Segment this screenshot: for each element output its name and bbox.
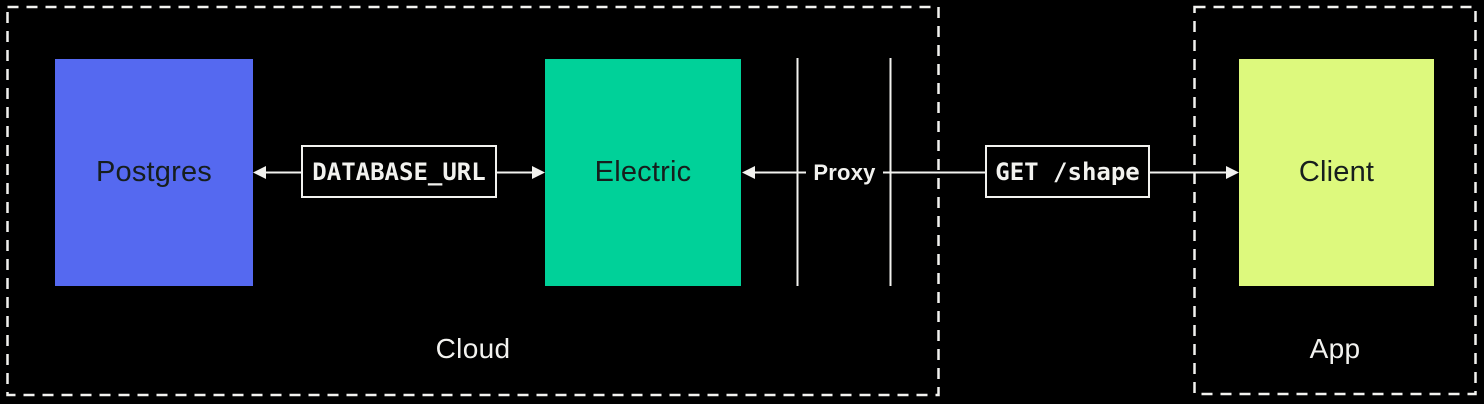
arrowhead-left-electric (742, 166, 755, 179)
node-client-label: Client (1298, 156, 1375, 188)
node-postgres-label: Postgres (95, 156, 213, 188)
node-client: Client (1239, 59, 1434, 286)
arrowhead-right-client (1226, 166, 1239, 179)
cloud-group-caption: Cloud (435, 333, 511, 364)
app-group-border (1193, 5, 1477, 396)
arrowhead-right-electric (532, 166, 545, 179)
node-electric-label: Electric (594, 156, 692, 188)
app-group-caption: App (1309, 333, 1361, 364)
get-shape-text: GET /shape (995, 157, 1140, 186)
edge-label-proxy: Proxy (798, 158, 891, 188)
edge-label-get-shape: GET /shape (985, 145, 1150, 198)
edge-label-database-url: DATABASE_URL (301, 145, 497, 198)
proxy-text: Proxy (806, 160, 883, 186)
node-postgres: Postgres (55, 59, 253, 286)
node-electric: Electric (545, 59, 741, 286)
cloud-group-border (6, 5, 940, 397)
database-url-text: DATABASE_URL (312, 157, 486, 186)
arrowhead-left-postgres (253, 166, 266, 179)
